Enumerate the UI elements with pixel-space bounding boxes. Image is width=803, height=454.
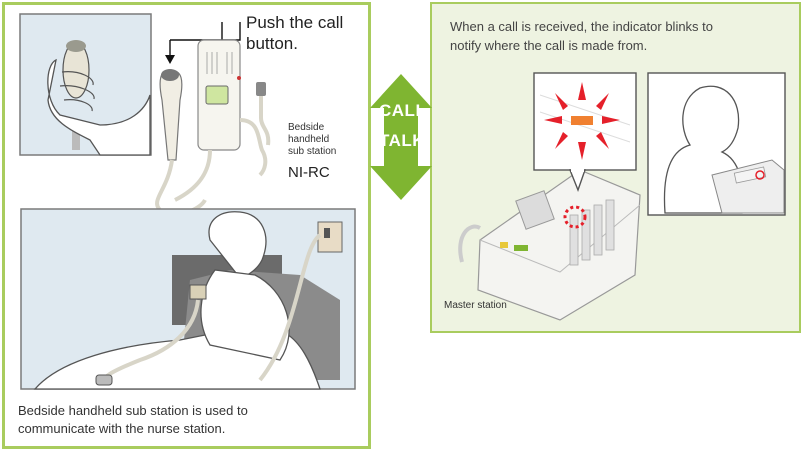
push-text-line2: button. (246, 33, 343, 54)
call-talk-label: CALL TALK (379, 96, 423, 156)
device-model: NI-RC (288, 164, 330, 181)
left-caption-line2: communicate with the nurse station. (18, 420, 248, 438)
device-label-line1: Bedside (288, 122, 336, 134)
device-label-line2: handheld (288, 134, 336, 146)
call-label: CALL (379, 96, 423, 126)
push-text-line1: Push the call (246, 12, 343, 33)
device-label-line3: sub station (288, 146, 336, 158)
patient-bed-illustration (21, 209, 355, 389)
master-station-label: Master station (444, 300, 507, 311)
master-station-illustration (460, 170, 640, 320)
nurse-at-station-illustration (648, 73, 785, 215)
right-caption-line1: When a call is received, the indicator b… (450, 17, 713, 36)
right-caption: When a call is received, the indicator b… (450, 17, 713, 55)
device-label: Bedside handheld sub station (288, 122, 336, 158)
right-caption-line2: notify where the call is made from. (450, 36, 713, 55)
talk-label: TALK (379, 126, 423, 156)
left-caption-line1: Bedside handheld sub station is used to (18, 402, 248, 420)
push-call-button-instruction: Push the call button. (246, 12, 343, 54)
hand-holding-handset-illustration (20, 14, 151, 155)
left-caption: Bedside handheld sub station is used to … (18, 402, 248, 438)
